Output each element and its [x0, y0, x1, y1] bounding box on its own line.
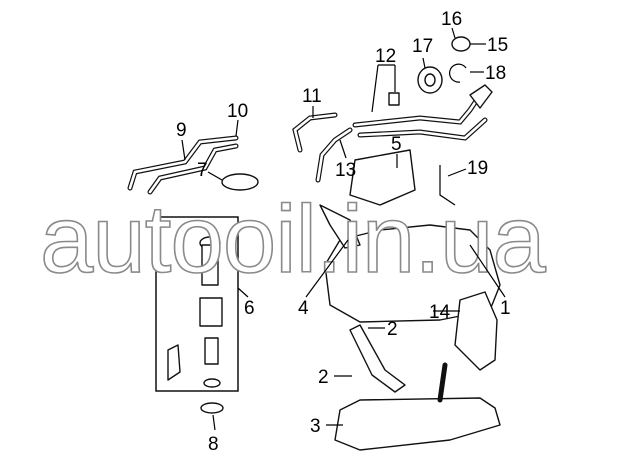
- strap-2: [349, 324, 406, 393]
- support-arm: [437, 362, 448, 403]
- bracket-5: [349, 149, 416, 206]
- callout-11: 11: [302, 86, 322, 107]
- sensor-19: [439, 165, 456, 206]
- lock-ring-7: [221, 173, 259, 191]
- gasket-8: [200, 402, 224, 414]
- callout-12: 12: [375, 46, 396, 67]
- callout-13: 13: [335, 160, 356, 181]
- callout-4: 4: [298, 298, 309, 319]
- leader-lines: [181, 27, 506, 431]
- callout-14: 14: [429, 302, 451, 323]
- skid-plate-3: [334, 397, 501, 451]
- callout-9: 9: [176, 120, 187, 141]
- hose-11: [292, 112, 353, 183]
- fuel-lines-9: [127, 135, 239, 195]
- strap-4: [319, 204, 361, 249]
- callout-5: 5: [391, 134, 402, 155]
- callout-2: 2: [387, 319, 398, 340]
- callout-10: 10: [227, 101, 248, 122]
- callout-2b: 2: [318, 367, 329, 388]
- callout-16: 16: [441, 9, 462, 30]
- callout-17: 17: [412, 36, 433, 57]
- callout-19: 19: [467, 158, 488, 179]
- fuel-pump-module-6: [155, 216, 239, 392]
- fuel-tank-1: [324, 224, 501, 323]
- filler-tube-12: [352, 84, 493, 141]
- callout-18: 18: [485, 63, 506, 84]
- callout-8: 8: [208, 434, 219, 455]
- callout-7: 7: [197, 160, 208, 181]
- callout-6: 6: [244, 298, 255, 319]
- heat-shield-14: [454, 291, 498, 371]
- callout-15: 15: [487, 35, 508, 56]
- callout-1: 1: [500, 298, 511, 319]
- watermark: autooil.in.ua: [40, 186, 546, 293]
- callout-3: 3: [310, 416, 321, 437]
